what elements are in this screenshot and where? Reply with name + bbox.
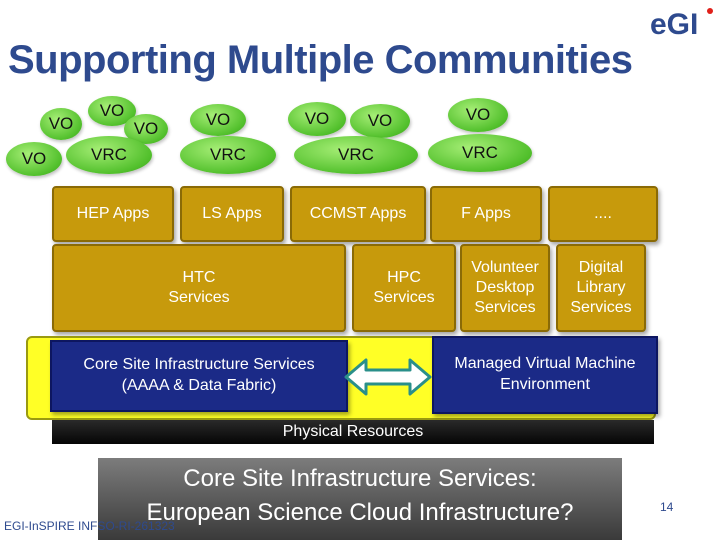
vo-bubble: VO: [448, 98, 508, 132]
vo-bubble: VO: [288, 102, 346, 136]
physical-resources-bar: Physical Resources: [52, 420, 654, 444]
more-apps-box: ....: [548, 186, 658, 242]
page-number: 14: [660, 500, 674, 514]
vrc-bubble: VRC: [180, 136, 276, 174]
core-site-infrastructure-box: Core Site Infrastructure Services (AAAA …: [50, 340, 348, 412]
bottom-banner: Core Site Infrastructure Services: Europ…: [98, 458, 622, 540]
hep-apps-box: HEP Apps: [52, 186, 174, 242]
vo-bubble: VO: [350, 104, 410, 138]
hpc-services-box: HPC Services: [352, 244, 456, 332]
vo-bubble: VO: [190, 104, 246, 136]
slide-title: Supporting Multiple Communities: [8, 38, 633, 82]
double-arrow-icon: [344, 358, 432, 396]
digital-library-services-box: Digital Library Services: [556, 244, 646, 332]
banner-line-1: Core Site Infrastructure Services:: [183, 465, 537, 492]
f-apps-box: F Apps: [430, 186, 542, 242]
vrc-bubble: VRC: [294, 136, 418, 174]
vrc-bubble: VRC: [428, 134, 532, 172]
volunteer-desktop-services-box: Volunteer Desktop Services: [460, 244, 550, 332]
svg-text:eGI: eGI: [650, 8, 698, 40]
vo-bubble: VO: [40, 108, 82, 140]
htc-services-box: HTC Services: [52, 244, 346, 332]
vrc-bubble: VRC: [66, 136, 152, 174]
banner-line-2: European Science Cloud Infrastructure?: [146, 498, 574, 526]
ls-apps-box: LS Apps: [180, 186, 284, 242]
footer-text: EGI-InSPIRE INFSO-RI-261323: [4, 519, 175, 533]
vo-bubble: VO: [88, 96, 136, 126]
vo-bubble: VO: [6, 142, 62, 176]
egi-logo: eGI: [650, 8, 713, 40]
ccmst-apps-box: CCMST Apps: [290, 186, 426, 242]
managed-vm-environment-box: Managed Virtual Machine Environment: [432, 336, 658, 414]
